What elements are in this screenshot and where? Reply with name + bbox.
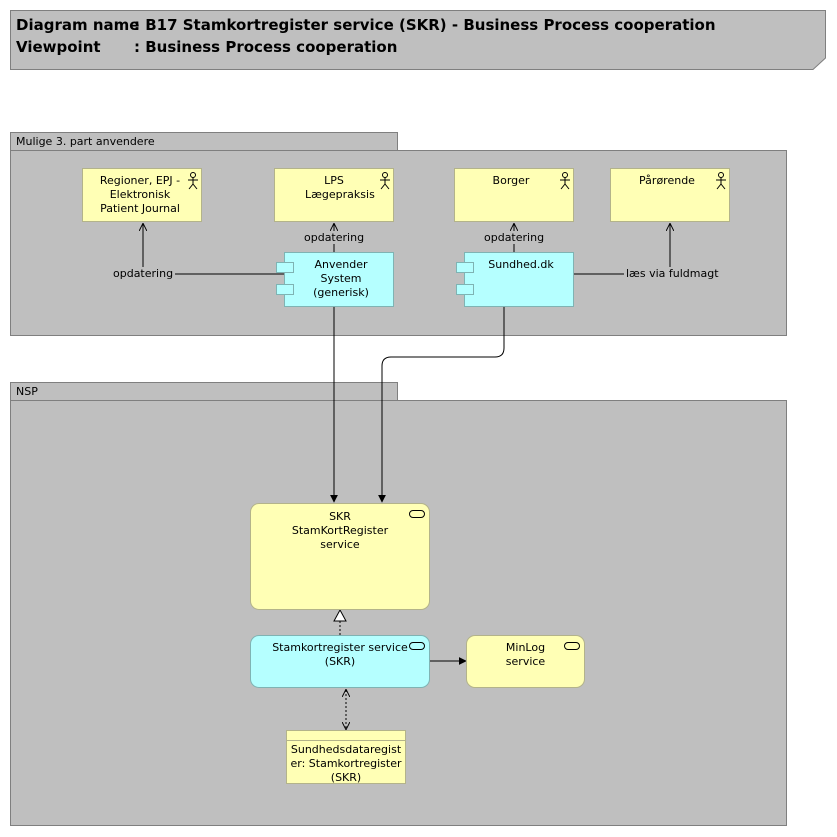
- service-icon: [564, 642, 580, 650]
- actor-icon: [380, 172, 390, 190]
- data-object-header-band: [287, 731, 405, 741]
- diagram-header: Diagram name: B17 Stamkortregister servi…: [10, 10, 826, 70]
- diagram-name-label: Diagram name: [16, 16, 140, 34]
- group-tab-nsp[interactable]: NSP: [10, 382, 398, 401]
- edge-sundhed-skr: [378, 307, 505, 503]
- group-tab-third-party[interactable]: Mulige 3. part anvendere: [10, 132, 398, 151]
- service-stamkortregister[interactable]: Stamkortregister service (SKR): [250, 635, 430, 688]
- edge-label-opdatering-borger: opdatering: [482, 231, 547, 244]
- group-label-nsp: NSP: [16, 385, 38, 398]
- viewpoint-label: Viewpoint: [16, 38, 101, 56]
- actor-lps[interactable]: LPS Lægepraksis: [274, 168, 394, 222]
- component-sundhed-dk-label: Sundhed.dk: [488, 258, 554, 271]
- service-icon: [409, 510, 425, 518]
- diagram-name-value: : B17 Stamkortregister service (SKR) - B…: [134, 16, 716, 34]
- service-skr-label: SKR StamKortRegister service: [291, 510, 389, 551]
- actor-lps-label: LPS Lægepraksis: [305, 174, 375, 201]
- actor-regioner[interactable]: Regioner, EPJ - Elektronisk Patient Jour…: [82, 168, 202, 222]
- component-anvender-system[interactable]: Anvender System (generisk): [276, 252, 394, 307]
- service-skr[interactable]: SKR StamKortRegister service: [250, 503, 430, 610]
- data-object-label: Sundhedsdataregister: Stamkortregister (…: [290, 743, 402, 784]
- actor-borger[interactable]: Borger: [454, 168, 574, 222]
- component-icon-tab: [276, 284, 294, 295]
- component-icon-tab: [456, 284, 474, 295]
- actor-icon: [188, 172, 198, 190]
- actor-icon: [560, 172, 570, 190]
- viewpoint-line: Viewpoint : Business Process cooperation: [16, 38, 397, 56]
- actor-regioner-label: Regioner, EPJ - Elektronisk Patient Jour…: [99, 174, 181, 215]
- actor-icon: [716, 172, 726, 190]
- service-stamkortregister-label: Stamkortregister service (SKR): [272, 641, 408, 668]
- actor-paarorende-label: Pårørende: [639, 174, 695, 187]
- data-object-sundhedsdataregister[interactable]: Sundhedsdataregister: Stamkortregister (…: [286, 730, 406, 784]
- service-minlog-label: MinLog service: [505, 641, 546, 668]
- realization-triangle: [333, 608, 347, 622]
- viewpoint-value: : Business Process cooperation: [134, 38, 398, 56]
- edge-label-opdatering-regioner: opdatering: [111, 267, 176, 280]
- edge-label-laes-via-fuldmagt: læs via fuldmagt: [624, 267, 721, 280]
- service-icon: [409, 642, 425, 650]
- actor-borger-label: Borger: [492, 174, 530, 187]
- component-icon-tab: [456, 262, 474, 273]
- component-icon-tab: [276, 262, 294, 273]
- group-label-third-party: Mulige 3. part anvendere: [16, 135, 155, 148]
- component-sundhed-dk[interactable]: Sundhed.dk: [456, 252, 574, 307]
- component-anvender-system-label: Anvender System (generisk): [313, 258, 369, 299]
- header-frame: [10, 10, 826, 70]
- service-minlog[interactable]: MinLog service: [466, 635, 585, 688]
- edge-label-opdatering-lps: opdatering: [302, 231, 367, 244]
- diagram-name-line: Diagram name: B17 Stamkortregister servi…: [16, 16, 716, 34]
- actor-paarorende[interactable]: Pårørende: [610, 168, 730, 222]
